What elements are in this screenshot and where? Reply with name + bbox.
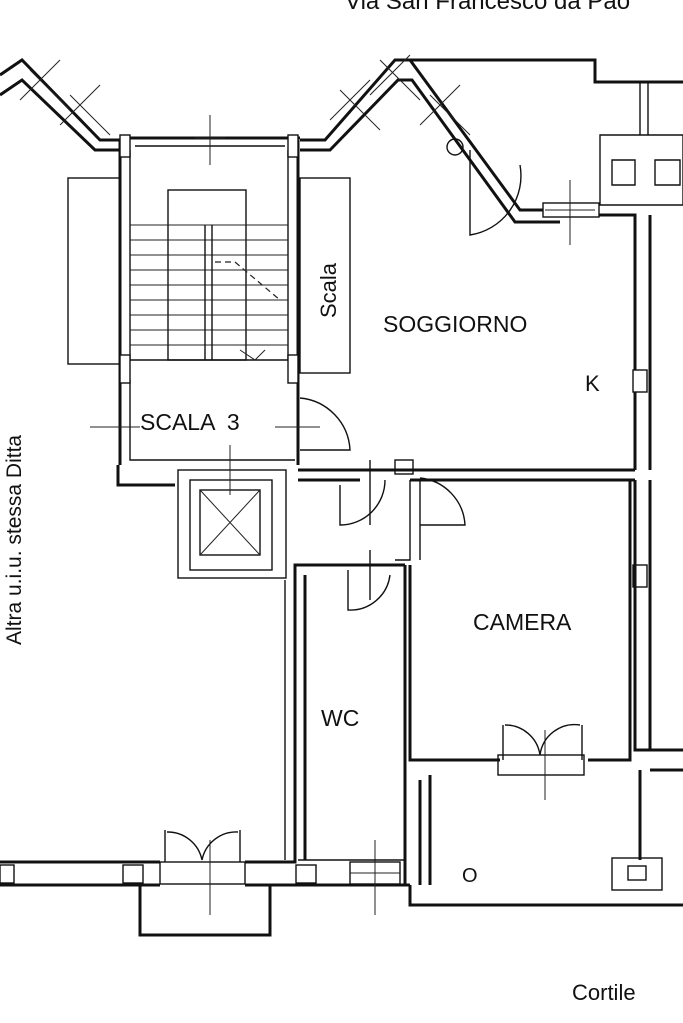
fixture-o-mark: O — [462, 865, 478, 887]
outer-walls — [0, 58, 683, 937]
street-label: Via San Francesco da Pao — [345, 0, 630, 15]
room-label-scala-3: SCALA 3 — [140, 409, 240, 435]
room-label-k: K — [585, 371, 600, 396]
room-label-camera: CAMERA — [473, 609, 572, 635]
window-marks — [0, 202, 663, 891]
elevator — [177, 445, 287, 579]
window-crosses — [19, 54, 595, 915]
courtyard-label: Cortile — [572, 980, 636, 1005]
room-label-wc: WC — [321, 705, 359, 731]
side-note: Altra u.i.u. stessa Ditta — [3, 435, 26, 645]
room-label-soggiorno: SOGGIORNO — [383, 311, 527, 337]
interior-walls — [284, 468, 683, 885]
doors — [164, 138, 583, 862]
room-label-scala: Scala — [316, 262, 341, 318]
stairwell — [67, 134, 351, 465]
